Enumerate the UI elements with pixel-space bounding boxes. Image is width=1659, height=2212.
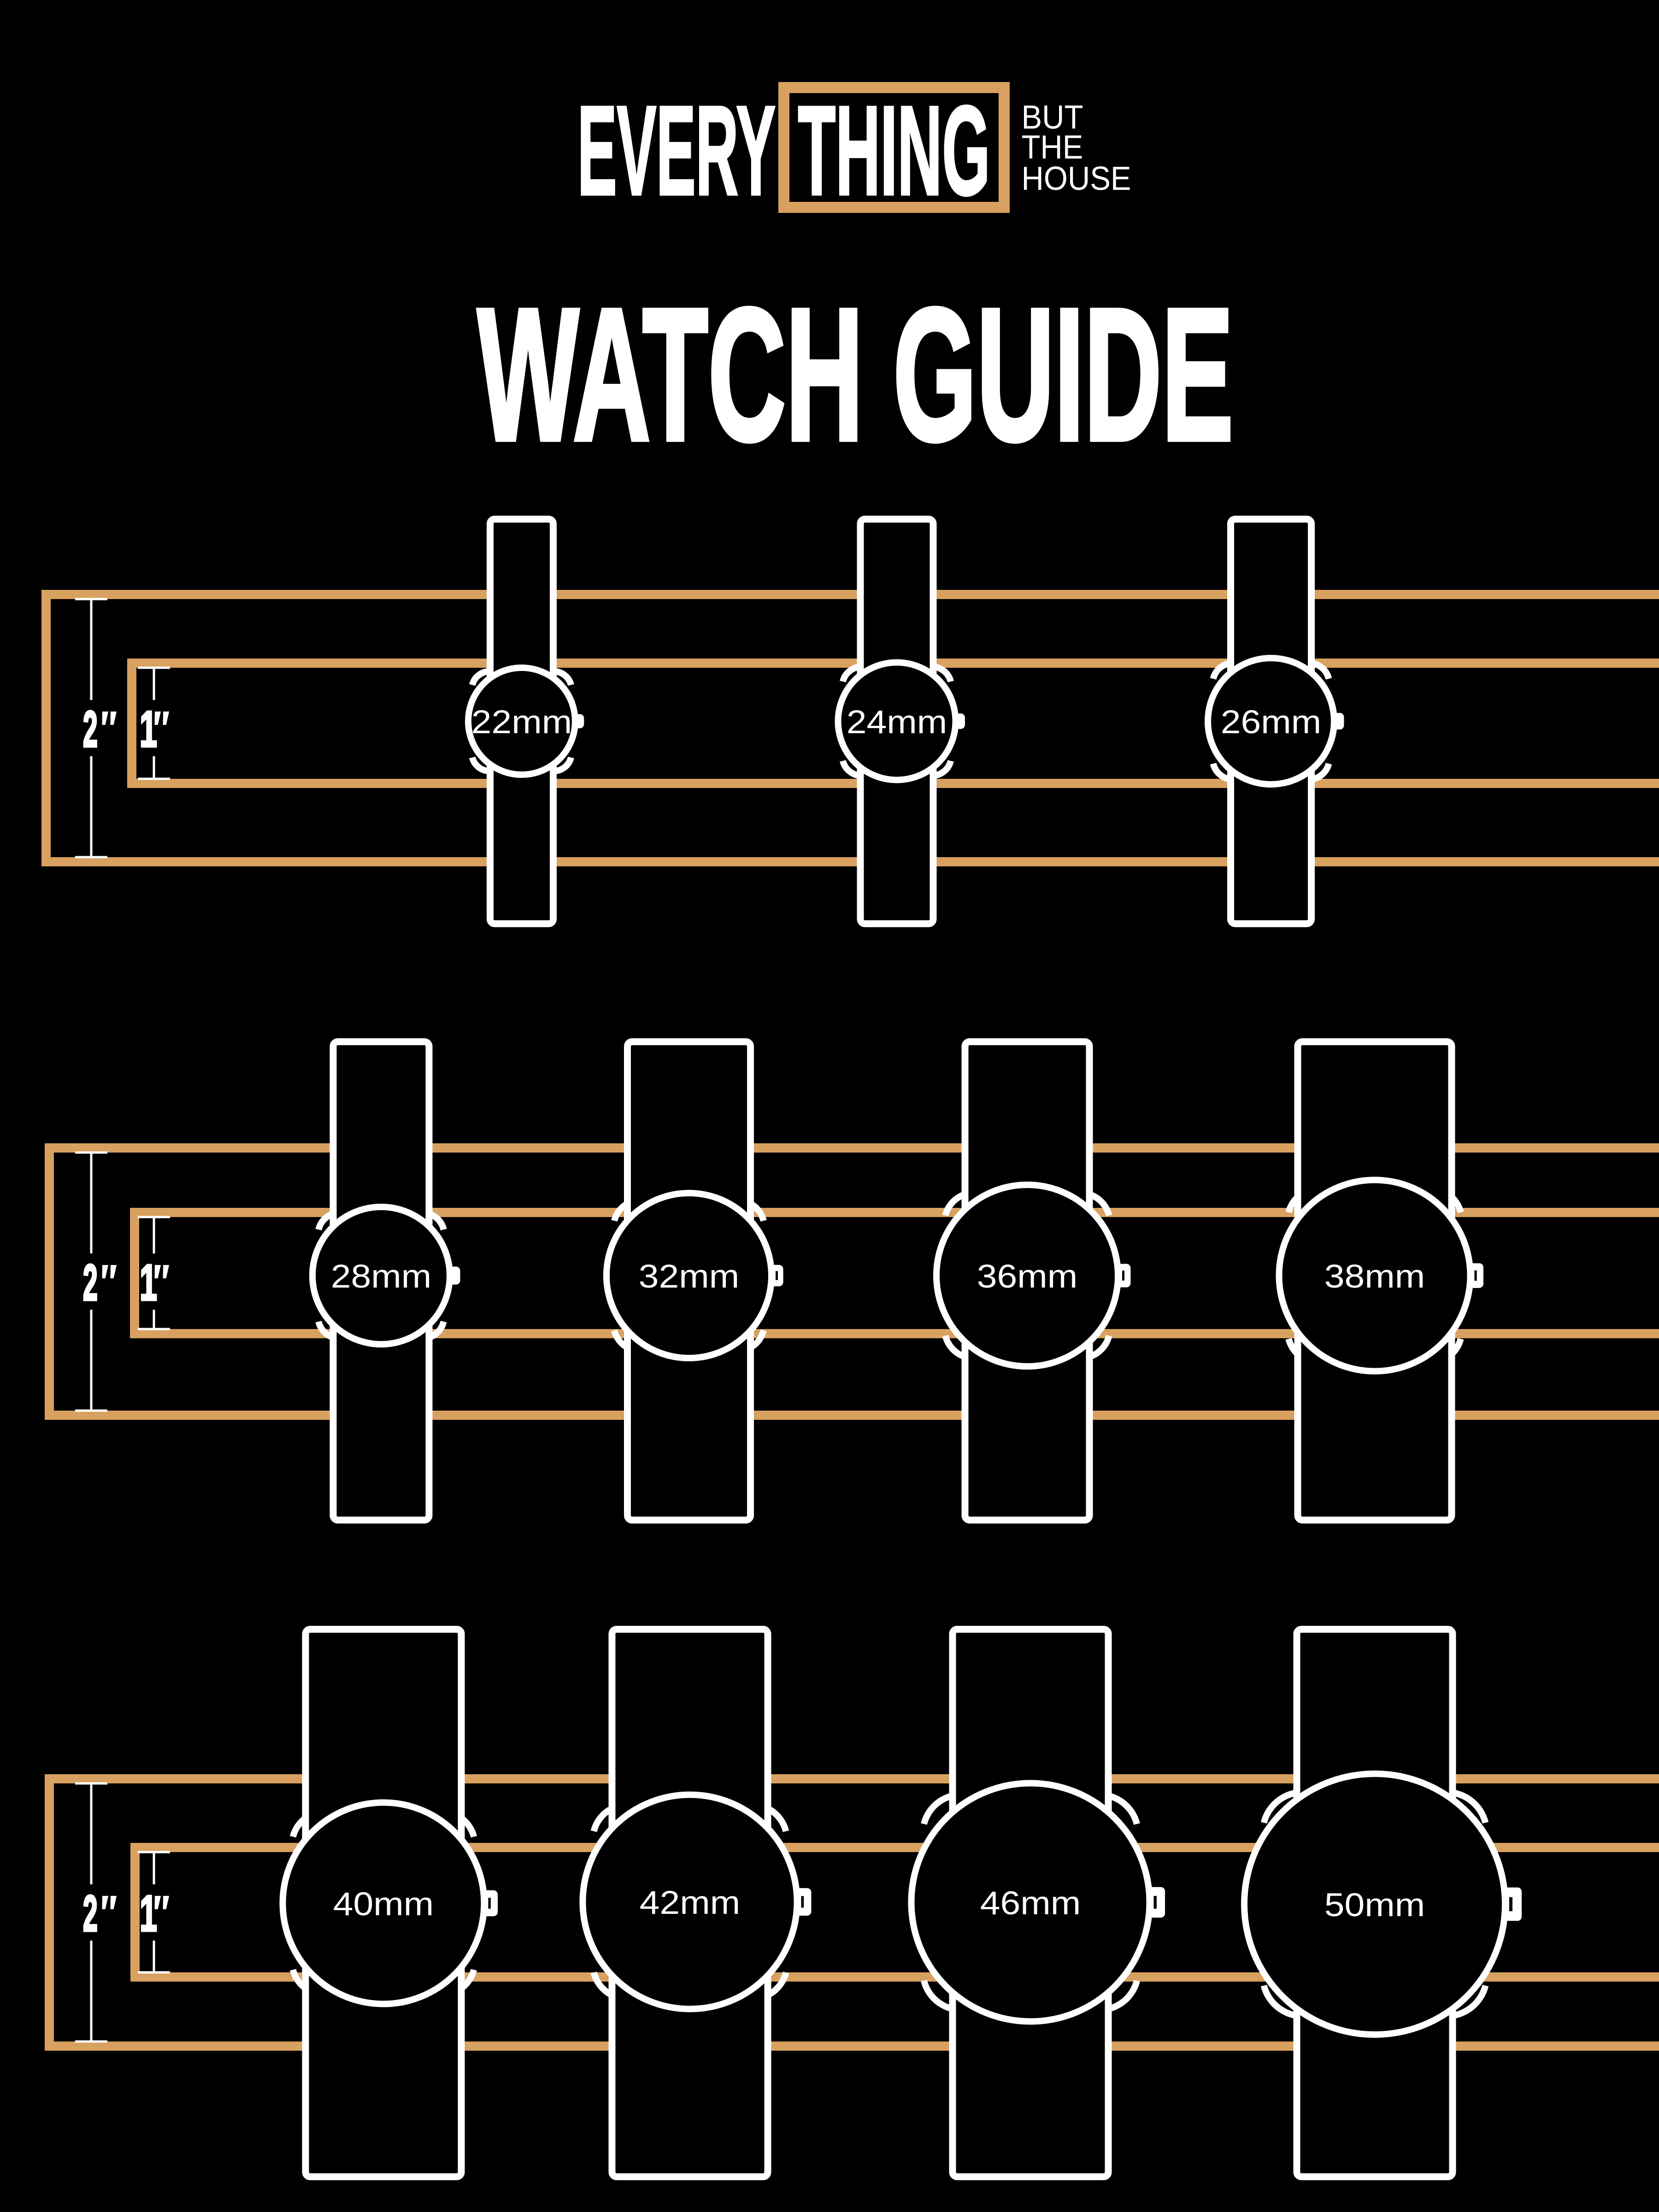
svg-text:BUT: BUT <box>1022 99 1083 136</box>
svg-text:EVERY: EVERY <box>577 79 776 222</box>
svg-text:THING: THING <box>798 80 990 222</box>
svg-text:2: 2 <box>83 1885 98 1942</box>
svg-text:HOUSE: HOUSE <box>1022 160 1131 197</box>
svg-text:1: 1 <box>140 1885 157 1942</box>
svg-text:50mm: 50mm <box>1324 1886 1425 1923</box>
svg-text:36mm: 36mm <box>977 1258 1078 1294</box>
svg-text:THE: THE <box>1022 129 1083 166</box>
svg-text:2: 2 <box>83 1254 98 1311</box>
svg-text:32mm: 32mm <box>639 1258 740 1294</box>
svg-text:1: 1 <box>140 1254 157 1311</box>
svg-text:26mm: 26mm <box>1221 703 1322 740</box>
svg-text:22mm: 22mm <box>471 703 572 740</box>
svg-text:42mm: 42mm <box>640 1884 741 1921</box>
svg-text:38mm: 38mm <box>1324 1258 1425 1294</box>
svg-text:46mm: 46mm <box>980 1884 1081 1921</box>
svg-text:24mm: 24mm <box>847 703 947 740</box>
svg-text:28mm: 28mm <box>331 1258 432 1294</box>
svg-text:40mm: 40mm <box>333 1885 434 1922</box>
svg-text:2: 2 <box>83 701 98 758</box>
svg-text:1: 1 <box>140 701 157 758</box>
svg-text:WATCH GUIDE: WATCH GUIDE <box>477 269 1233 480</box>
